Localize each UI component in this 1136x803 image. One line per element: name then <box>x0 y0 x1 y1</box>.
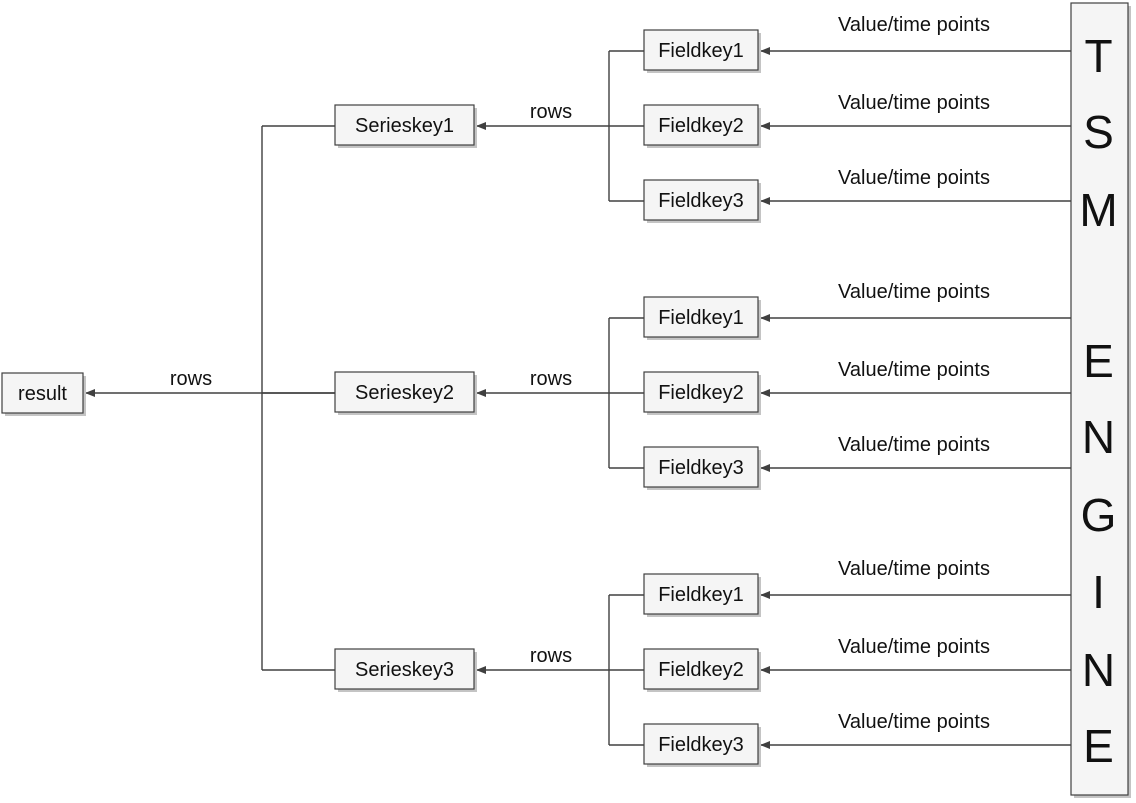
field-node-3-2-label: Fieldkey2 <box>658 659 744 681</box>
field-node-2-3-label: Fieldkey3 <box>658 457 744 479</box>
field-node-3-3: Fieldkey3 <box>643 723 761 767</box>
result-node-box <box>1 372 84 414</box>
field-node-1-3-box <box>643 179 759 221</box>
series-2-edge-label: rows <box>530 368 572 390</box>
field-node-3-3-label: Fieldkey3 <box>658 734 744 756</box>
input-label-2-3: Value/time points <box>838 434 990 456</box>
connector-lines <box>85 47 1071 749</box>
tsm-engine-box <box>1070 2 1129 796</box>
field-node-2-1-label: Fieldkey1 <box>658 307 744 329</box>
engine-letter: S <box>1083 106 1114 158</box>
field-node-1-3-label: Fieldkey3 <box>658 190 744 212</box>
series-node-2: Serieskey2 <box>334 371 477 415</box>
series-node-1-box <box>334 104 475 146</box>
field-node-3-1-label: Fieldkey1 <box>658 584 744 606</box>
series-1-edge-label: rows <box>530 101 572 123</box>
field-node-1-1-label: Fieldkey1 <box>658 40 744 62</box>
input-label-3-3: Value/time points <box>838 711 990 733</box>
series-3-edge-label: rows <box>530 645 572 667</box>
series-node-1: Serieskey1 <box>334 104 477 148</box>
engine-letter: G <box>1081 489 1117 541</box>
field-node-2-2-label: Fieldkey2 <box>658 382 744 404</box>
series-node-3-label: Serieskey3 <box>355 659 454 681</box>
field-node-1-3: Fieldkey3 <box>643 179 761 223</box>
engine-letter: E <box>1083 335 1114 387</box>
result-node: result <box>1 372 86 416</box>
input-label-1-2: Value/time points <box>838 92 990 114</box>
field-node-2-3-box <box>643 446 759 488</box>
input-label-2-1: Value/time points <box>838 281 990 303</box>
field-node-1-1-box <box>643 29 759 71</box>
engine-letter: T <box>1084 30 1112 82</box>
engine-letter: N <box>1082 411 1115 463</box>
result-edge-label: rows <box>170 368 212 390</box>
engine-letter: N <box>1082 644 1115 696</box>
field-node-2-1-box <box>643 296 759 338</box>
series-node-2-label: Serieskey2 <box>355 382 454 404</box>
field-node-1-2-label: Fieldkey2 <box>658 115 744 137</box>
series-node-1-label: Serieskey1 <box>355 115 454 137</box>
engine-letter: I <box>1092 566 1105 618</box>
field-node-1-2: Fieldkey2 <box>643 104 761 148</box>
result-node-label: result <box>18 383 67 405</box>
field-node-2-1: Fieldkey1 <box>643 296 761 340</box>
series-node-2-box <box>334 371 475 413</box>
input-label-1-3: Value/time points <box>838 167 990 189</box>
input-label-3-1: Value/time points <box>838 558 990 580</box>
field-node-3-2: Fieldkey2 <box>643 648 761 692</box>
field-node-1-1: Fieldkey1 <box>643 29 761 73</box>
input-label-2-2: Value/time points <box>838 359 990 381</box>
input-label-1-1: Value/time points <box>838 14 990 36</box>
engine-letter: M <box>1079 184 1117 236</box>
field-node-1-2-box <box>643 104 759 146</box>
series-node-3: Serieskey3 <box>334 648 477 692</box>
input-label-3-2: Value/time points <box>838 636 990 658</box>
field-node-2-2: Fieldkey2 <box>643 371 761 415</box>
engine-letter: E <box>1083 720 1114 772</box>
field-node-3-1: Fieldkey1 <box>643 573 761 617</box>
series-node-3-box <box>334 648 475 690</box>
field-node-2-2-box <box>643 371 759 413</box>
field-node-3-1-box <box>643 573 759 615</box>
field-node-2-3: Fieldkey3 <box>643 446 761 490</box>
field-node-3-3-box <box>643 723 759 765</box>
field-node-3-2-box <box>643 648 759 690</box>
